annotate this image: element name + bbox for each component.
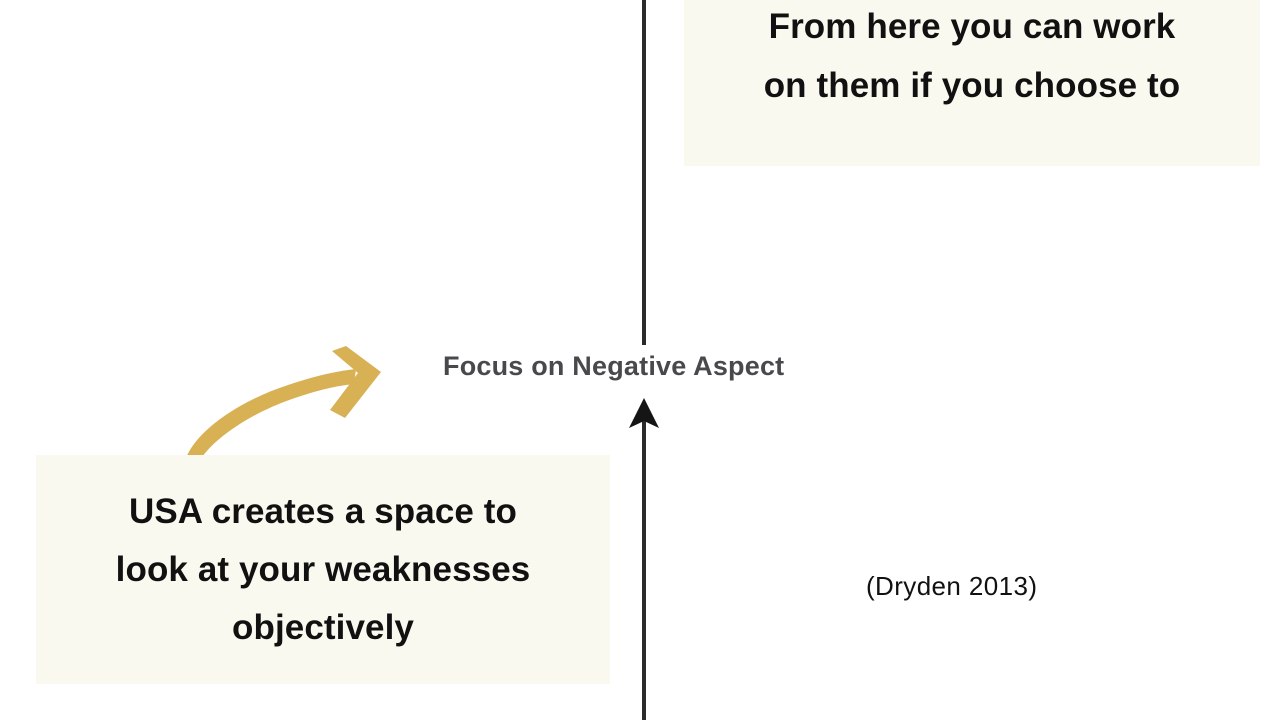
callout-top-right-line2: on them if you choose to	[763, 66, 1181, 105]
callout-top-right-line1: From here you can work	[768, 7, 1176, 46]
callout-bottom-left-line2: look at your weaknesses	[115, 549, 531, 589]
vertical-axis-line-upper	[642, 0, 646, 345]
axis-label: Focus on Negative Aspect	[443, 351, 785, 381]
arrow-up-icon	[629, 398, 659, 720]
callout-bottom-left-line3: objectively	[231, 607, 414, 647]
citation-text: (Dryden 2013)	[866, 571, 1038, 601]
curved-arrow-right-icon	[186, 346, 381, 462]
callout-bottom-left-text: USA creates a space to look at your weak…	[62, 483, 584, 657]
callout-top-right-text: From here you can work on them if you ch…	[702, 0, 1242, 115]
callout-bottom-left: USA creates a space to look at your weak…	[36, 455, 610, 684]
callout-bottom-left-line1: USA creates a space to	[128, 491, 518, 531]
callout-top-right: From here you can work on them if you ch…	[684, 0, 1260, 166]
